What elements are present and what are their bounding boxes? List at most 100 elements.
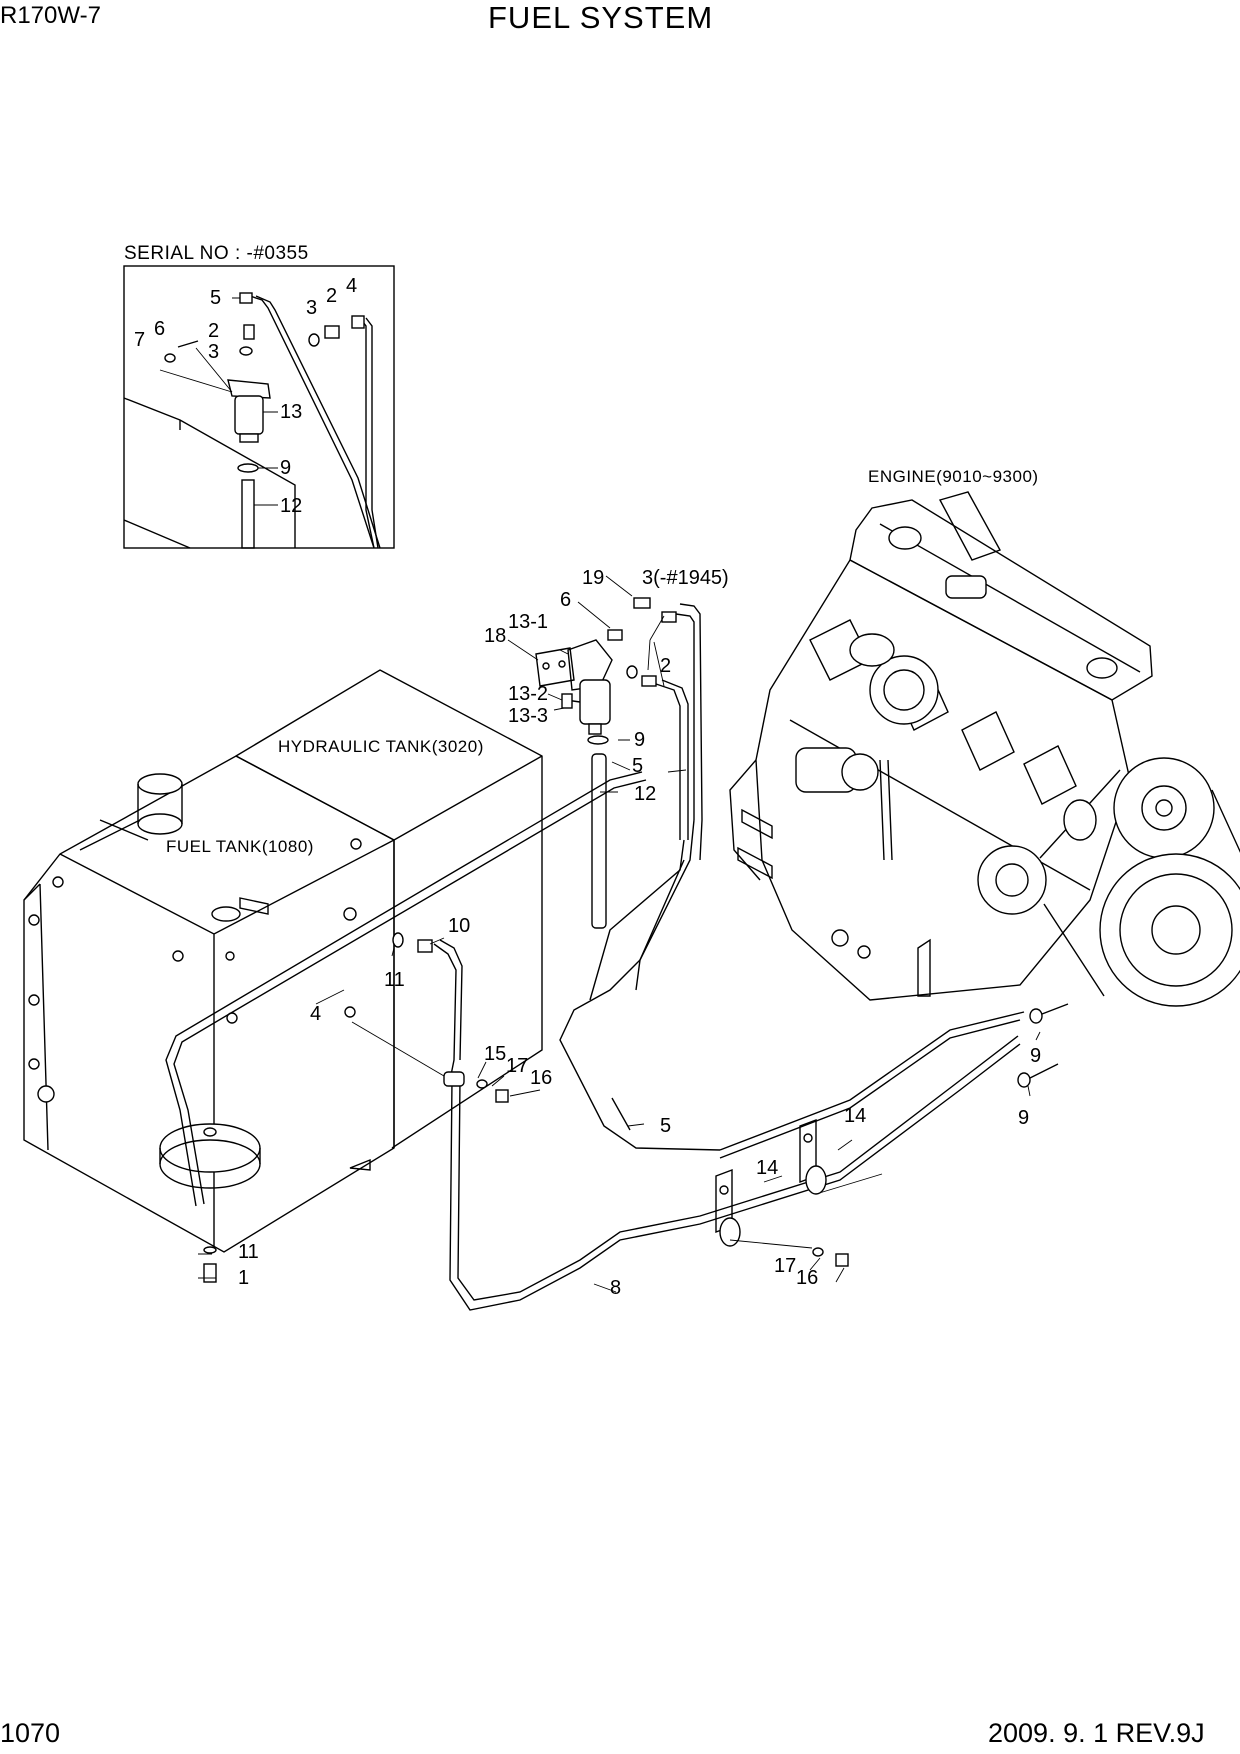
- callout-13-1: 13-1: [508, 611, 548, 633]
- engine-fan-pulley: [1113, 757, 1215, 859]
- inset-washer-3: [239, 346, 253, 356]
- filter-hose-engine: [679, 603, 703, 861]
- fuel-lines: [165, 771, 1069, 1311]
- callout-18: 18: [484, 625, 506, 647]
- inset-fitting-4: [351, 315, 365, 329]
- engine-turbocharger: [869, 655, 939, 725]
- callout-14-right: 14: [844, 1105, 866, 1127]
- bolt-16-upper: [495, 1089, 509, 1103]
- engine-flywheel-housing: [729, 759, 761, 881]
- filter-bolt-6: [607, 629, 623, 641]
- inset-bolt-6: [177, 340, 199, 348]
- engine-alternator: [977, 845, 1047, 915]
- inset-frame: [123, 265, 395, 549]
- filter-bleed-13-3: [561, 693, 573, 709]
- washer-17-lower: [812, 1247, 824, 1257]
- inset-fitting-2b: [324, 325, 340, 339]
- callout-leaders: [198, 575, 1041, 1293]
- callout-16-upper: 16: [530, 1067, 552, 1089]
- fuel-filter-assembly: [535, 597, 703, 1001]
- callout-5-filter: 5: [632, 755, 643, 777]
- pipe-end-9-upper: [1029, 1008, 1043, 1024]
- inset-clamp: [237, 463, 259, 473]
- callout-17-lower: 17: [774, 1255, 796, 1277]
- engine-oil-cap: [888, 526, 922, 550]
- pipe-end-9-lower: [1017, 1072, 1031, 1088]
- fuel-tank-top-cap: [211, 906, 241, 922]
- callout-4: 4: [310, 1003, 321, 1025]
- callout-17-upper: 17: [506, 1055, 528, 1077]
- callout-9-lower: 9: [1018, 1107, 1029, 1129]
- inset-hose-a: [249, 295, 375, 549]
- filter-clamp-9: [587, 735, 609, 745]
- inset-label-13: 13: [280, 401, 302, 423]
- page-number: 1070: [0, 1718, 61, 1748]
- engine-breather: [938, 491, 1002, 561]
- callout-10: 10: [448, 915, 470, 937]
- callout-12: 12: [634, 783, 656, 805]
- callout-19: 19: [582, 567, 604, 589]
- drain-plug-1: [203, 1263, 217, 1283]
- oring-11-upper: [392, 932, 404, 948]
- line-8: [449, 1043, 1021, 1311]
- clamp-15: [443, 1071, 465, 1087]
- engine-rocker-cover: [849, 499, 1153, 701]
- callout-13-2: 13-2: [508, 683, 548, 705]
- callout-16-lower: 16: [796, 1267, 818, 1289]
- inset-label-4: 4: [346, 275, 357, 297]
- filter-bracket-18: [535, 647, 575, 687]
- inset-filter-body: [234, 395, 264, 435]
- inset-label-5: 5: [210, 287, 221, 309]
- filter-hose-5-lower: [589, 839, 685, 1001]
- inset-label-7: 7: [134, 329, 145, 351]
- callout-6: 6: [560, 589, 571, 611]
- callout-11-upper: 11: [384, 969, 405, 991]
- engine-caption: ENGINE(9010~9300): [868, 467, 1039, 486]
- callout-1: 1: [238, 1267, 249, 1289]
- fuel-tank-outline: [23, 755, 395, 1253]
- callout-15: 15: [484, 1043, 506, 1065]
- inset-label-9: 9: [280, 457, 291, 479]
- callout-5-lower: 5: [660, 1115, 671, 1137]
- bolt-16-lower: [835, 1253, 849, 1267]
- callout-8: 8: [610, 1277, 621, 1299]
- callout-2: 2: [660, 655, 671, 677]
- inset-label-3b: 3: [208, 341, 219, 363]
- engine-mount-brackets: [737, 808, 773, 880]
- filter-head-13-1: [567, 639, 613, 691]
- callout-11-lower: 11: [238, 1241, 259, 1263]
- model-code: R170W-7: [0, 2, 101, 29]
- callout-14-left: 14: [756, 1157, 778, 1179]
- inset-label-2: 2: [326, 285, 337, 307]
- inset-washer-3b: [308, 333, 320, 347]
- filter-pipe-12: [591, 753, 607, 929]
- line-5-engine: [719, 1011, 1025, 1151]
- serial-inset: SERIAL NO : -#0355 5 3 2 4 6 7 2 3 13: [123, 243, 395, 549]
- engine-block: [755, 559, 1131, 1001]
- engine-assembly: ENGINE(9010~9300): [729, 467, 1240, 1007]
- inset-serial-caption: SERIAL NO : -#0355: [124, 243, 309, 264]
- washer-17-upper: [476, 1079, 488, 1089]
- filter-fitting-2: [641, 675, 657, 687]
- inset-label-12: 12: [280, 495, 302, 517]
- callout-9-upper: 9: [1030, 1045, 1041, 1067]
- page-title: FUEL SYSTEM: [488, 0, 714, 35]
- inset-pipe-12: [241, 479, 255, 549]
- hose-upper-8: [433, 943, 457, 1081]
- connector-10: [417, 939, 433, 953]
- filter-element-13-2: [579, 679, 611, 725]
- fuel-tank-filler-neck: [137, 773, 183, 795]
- filter-fitting-3-upper: [661, 611, 677, 623]
- callout-9-filter: 9: [634, 729, 645, 751]
- engine-crank-pulley: [1099, 853, 1240, 1007]
- filter-hose-5: [655, 679, 689, 840]
- inset-washer-7: [164, 353, 176, 363]
- engine-oil-cap-2: [1086, 657, 1118, 679]
- inset-tank-outline: [123, 397, 296, 549]
- line-4: [165, 771, 643, 1207]
- hydraulic-tank-caption: HYDRAULIC TANK(3020): [278, 737, 484, 756]
- callout-labels: 19 3(-#1945) 6 13-1 18 2 13-2 13-3 9 5 1…: [238, 567, 1041, 1299]
- inset-label-6: 6: [154, 318, 165, 340]
- revision-date: 2009. 9. 1 REV.9J: [988, 1718, 1205, 1748]
